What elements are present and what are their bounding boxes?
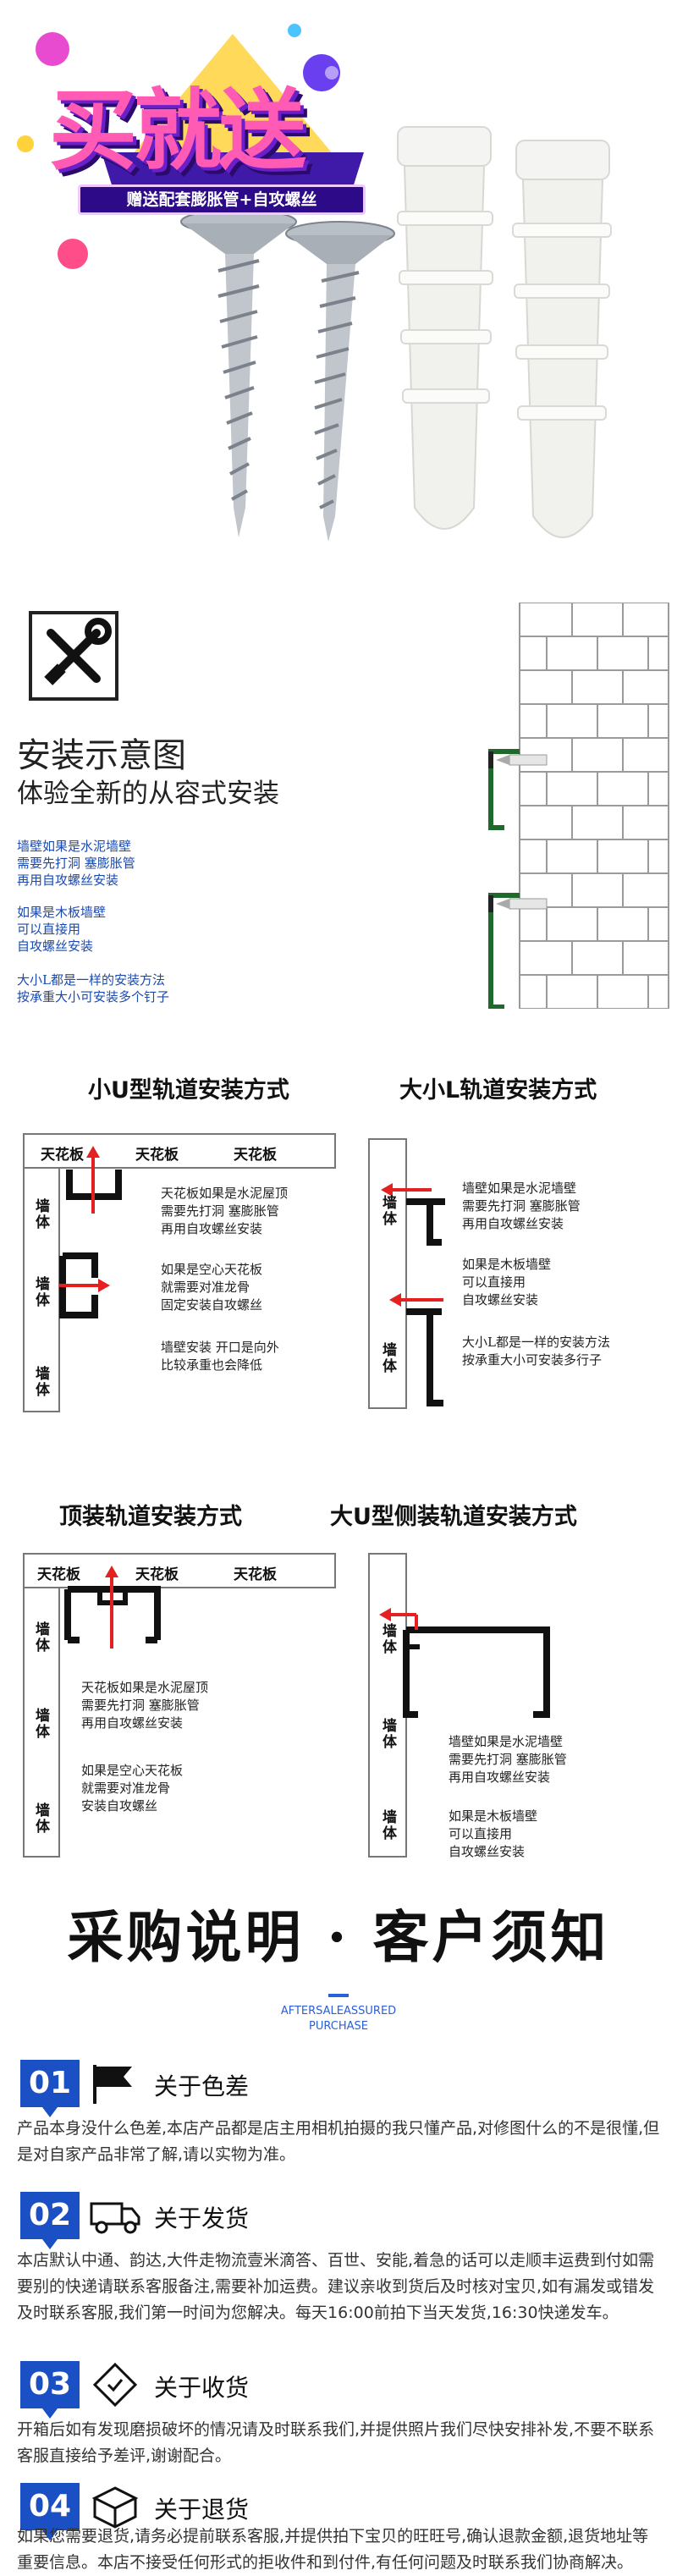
l-rail-diagram xyxy=(368,1138,445,1409)
item-text: 开箱后如有发现磨损破坏的情况请及时联系我们,并提供照片我们尽快安排补发,不要不联… xyxy=(17,2420,655,2465)
rail-note: 自攻螺丝安装 xyxy=(449,1844,526,1859)
label-ceiling: 天花板 xyxy=(37,1566,80,1583)
label-wall: 墙体 xyxy=(379,1623,396,1655)
label-wall: 墙体 xyxy=(379,1718,396,1750)
screw-2 xyxy=(285,221,395,542)
label-ceiling: 天花板 xyxy=(135,1147,179,1164)
label-wall: 墙体 xyxy=(32,1198,49,1230)
label-wall: 墙体 xyxy=(379,1809,396,1841)
after-sale-tag-line: AFTERSALEASSURED xyxy=(280,2005,397,2017)
rail-note: 按承重大小可安装多行子 xyxy=(462,1352,603,1368)
truck-icon xyxy=(90,2202,140,2234)
item-text: 产品本身没什么色差,本店产品都是店主用相机拍摄的我只懂产品,对修图什么的不是很懂… xyxy=(17,2119,660,2164)
label-wall: 墙体 xyxy=(32,1708,49,1740)
label-ceiling: 天花板 xyxy=(135,1566,179,1583)
big-u-diagram xyxy=(368,1553,550,1858)
rail-note: 墙壁如果是水泥墙壁 xyxy=(462,1181,577,1196)
install-note: 需要先打洞 塞膨胀管 xyxy=(17,856,135,871)
rail-note: 大小L都是一样的安装方法 xyxy=(462,1335,610,1350)
install-subtitle: 体验全新的从容式安装 xyxy=(17,779,279,809)
tools-icon-box xyxy=(29,611,118,701)
rail-note: 再用自攻螺丝安装 xyxy=(81,1715,184,1731)
rail-note: 如果是空心天花板 xyxy=(161,1262,263,1277)
rail-note: 需要先打洞 塞膨胀管 xyxy=(161,1203,279,1219)
rail-note: 如果是木板墙壁 xyxy=(462,1257,552,1272)
rail-note: 需要先打洞 塞膨胀管 xyxy=(81,1698,200,1713)
item-number-badge: 04 xyxy=(20,2483,80,2540)
rail-note: 就需要对准龙骨 xyxy=(161,1280,250,1295)
rail-note: 可以直接用 xyxy=(462,1274,526,1290)
anchor-1 xyxy=(397,126,493,530)
hero-decoration xyxy=(17,24,612,542)
anchor-2 xyxy=(512,140,612,538)
rail-title-l: 大小L轨道安装方式 xyxy=(399,1077,597,1104)
after-sale-tag-line: PURCHASE xyxy=(309,2020,368,2033)
promo-ribbon: 赠送配套膨胀管+自攻螺丝 xyxy=(78,184,366,215)
rail-note: 需要先打洞 塞膨胀管 xyxy=(462,1198,581,1214)
install-note: 自攻螺丝安装 xyxy=(17,938,94,954)
rail-note: 天花板如果是水泥屋顶 xyxy=(81,1680,209,1695)
package-sign-icon xyxy=(92,2362,138,2408)
rail-note: 再用自攻螺丝安装 xyxy=(449,1770,551,1785)
screw-1 xyxy=(180,209,297,537)
item-text: 如果您需要退货,请务必提前联系客服,并提供拍下宝贝的旺旺号,确认退款金额,退货地… xyxy=(17,2527,649,2572)
rail-note: 天花板如果是水泥屋顶 xyxy=(161,1186,289,1201)
after-sale-tag: AFTERSALEASSURED PURCHASE xyxy=(254,2004,423,2034)
notice-title: 采购说明 · 客户须知 xyxy=(67,1904,610,1970)
install-note: 可以直接用 xyxy=(17,922,81,937)
wrench-screwdriver-icon xyxy=(44,618,112,685)
item-number-badge: 02 xyxy=(20,2192,80,2249)
rail-note: 再用自攻螺丝安装 xyxy=(161,1221,263,1236)
label-ceiling: 天花板 xyxy=(234,1566,277,1583)
install-title: 安装示意图 xyxy=(17,736,186,775)
rail-note: 就需要对准龙骨 xyxy=(81,1781,171,1796)
divider xyxy=(328,1994,349,1997)
rail-note: 自攻螺丝安装 xyxy=(462,1292,539,1307)
item-heading: 关于收货 xyxy=(154,2374,250,2402)
rail-note: 安装自攻螺丝 xyxy=(81,1798,158,1814)
label-wall: 墙体 xyxy=(32,1276,49,1308)
rail-note: 如果是空心天花板 xyxy=(81,1763,184,1778)
label-wall: 墙体 xyxy=(379,1195,396,1227)
return-box-icon xyxy=(91,2486,139,2529)
rail-note: 固定安装自攻螺丝 xyxy=(161,1297,263,1313)
install-note: 再用自攻螺丝安装 xyxy=(17,872,119,888)
rail-title-top: 顶装轨道安装方式 xyxy=(59,1504,242,1530)
rail-title-big-u: 大U型侧装轨道安装方式 xyxy=(330,1504,577,1530)
rail-note: 墙壁如果是水泥墙壁 xyxy=(449,1734,564,1749)
item-heading: 关于色差 xyxy=(154,2072,250,2100)
item-heading: 关于发货 xyxy=(154,2204,250,2232)
label-wall: 墙体 xyxy=(32,1621,49,1654)
rail-note: 可以直接用 xyxy=(449,1826,513,1841)
label-ceiling: 天花板 xyxy=(41,1147,84,1164)
rail-note: 墙壁安装 开口是向外 xyxy=(161,1340,279,1355)
label-wall: 墙体 xyxy=(379,1342,396,1374)
small-u-diagram xyxy=(23,1133,336,1412)
promo-title: 买就送 xyxy=(49,79,306,182)
item-text: 本店默认中通、韵达,大件走物流壹米滴答、百世、安能,着急的话可以走顺丰运费到付如… xyxy=(17,2251,655,2322)
item-number-badge: 01 xyxy=(20,2060,80,2117)
rail-note: 比较承重也会降低 xyxy=(161,1357,263,1373)
label-wall: 墙体 xyxy=(32,1803,49,1835)
install-note: 墙壁如果是水泥墙壁 xyxy=(17,839,132,854)
flag-icon xyxy=(93,2065,132,2104)
rail-note: 再用自攻螺丝安装 xyxy=(462,1216,564,1231)
label-ceiling: 天花板 xyxy=(234,1147,277,1164)
install-note: 如果是木板墙壁 xyxy=(17,905,107,920)
install-note: 大小L都是一样的安装方法 xyxy=(17,972,165,988)
label-wall: 墙体 xyxy=(32,1366,49,1398)
rail-note: 需要先打洞 塞膨胀管 xyxy=(449,1752,567,1767)
brick-wall-diagram xyxy=(488,603,669,1009)
hero-section: 买就送 赠送配套膨胀管+自攻螺丝 xyxy=(0,0,677,592)
top-rail-diagram xyxy=(23,1553,336,1858)
rail-title-small-u: 小U型轨道安装方式 xyxy=(88,1077,289,1104)
rail-note: 如果是木板墙壁 xyxy=(449,1808,538,1824)
install-note: 按承重大小可安装多个钉子 xyxy=(17,989,170,1005)
item-heading: 关于退货 xyxy=(154,2496,250,2524)
item-number-badge: 03 xyxy=(20,2361,80,2419)
